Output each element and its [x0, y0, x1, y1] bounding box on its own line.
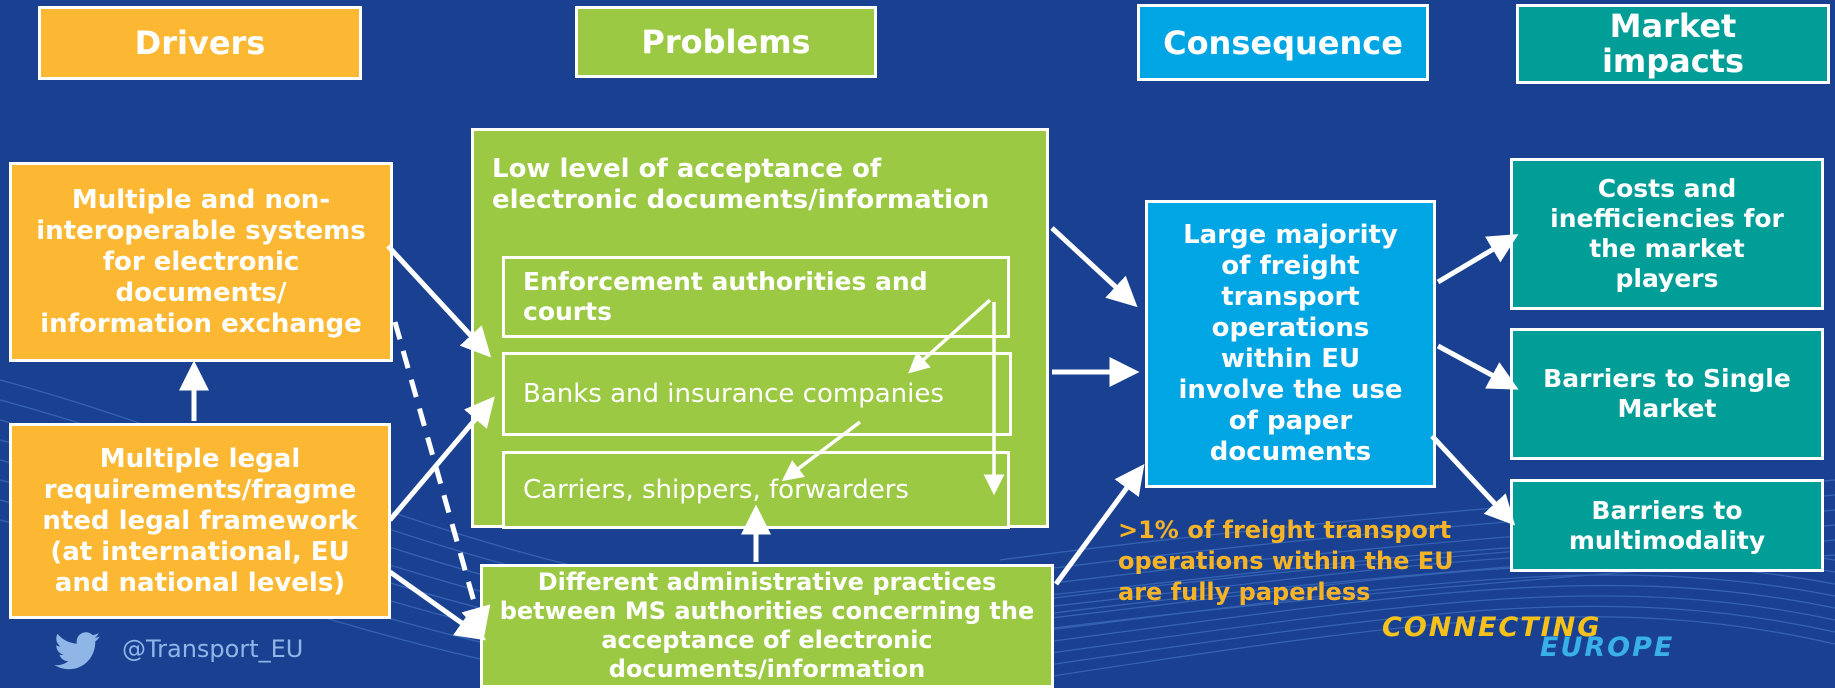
header-drivers: Drivers [38, 6, 362, 80]
driver-legal-requirements: Multiple legal requirements/fragme nted … [9, 423, 391, 619]
problem-banks-insurance: Banks and insurance companies [502, 352, 1012, 436]
connecting-europe-logo-line2: EUROPE [1540, 632, 1675, 663]
connecting-europe-logo-line1: CONNECTING [1382, 612, 1602, 643]
header-consequence: Consequence [1137, 4, 1429, 81]
header-market-impacts: Market impacts [1516, 4, 1830, 84]
twitter-handle[interactable]: @Transport_EU [122, 635, 304, 663]
problem-enforcement-authorities: Enforcement authorities and courts [502, 256, 1010, 338]
market-multimodality-barriers: Barriers to multimodality [1510, 479, 1824, 572]
twitter-bird-icon [54, 632, 100, 670]
market-single-market-barriers: Barriers to Single Market [1510, 328, 1824, 460]
market-costs-inefficiencies: Costs and inefficiencies for the market … [1510, 158, 1824, 310]
problems-title: Low level of acceptance of electronic do… [492, 154, 990, 215]
driver-interoperable-systems: Multiple and non- interoperable systems … [9, 162, 393, 362]
paperless-note: >1% of freight transport operations with… [1118, 516, 1454, 606]
header-problems: Problems [575, 6, 877, 78]
problem-administrative-practices: Different administrative practices betwe… [480, 564, 1054, 688]
problem-carriers-shippers: Carriers, shippers, forwarders [502, 451, 1010, 529]
consequence-paper-documents: Large majority of freight transport oper… [1145, 200, 1436, 488]
